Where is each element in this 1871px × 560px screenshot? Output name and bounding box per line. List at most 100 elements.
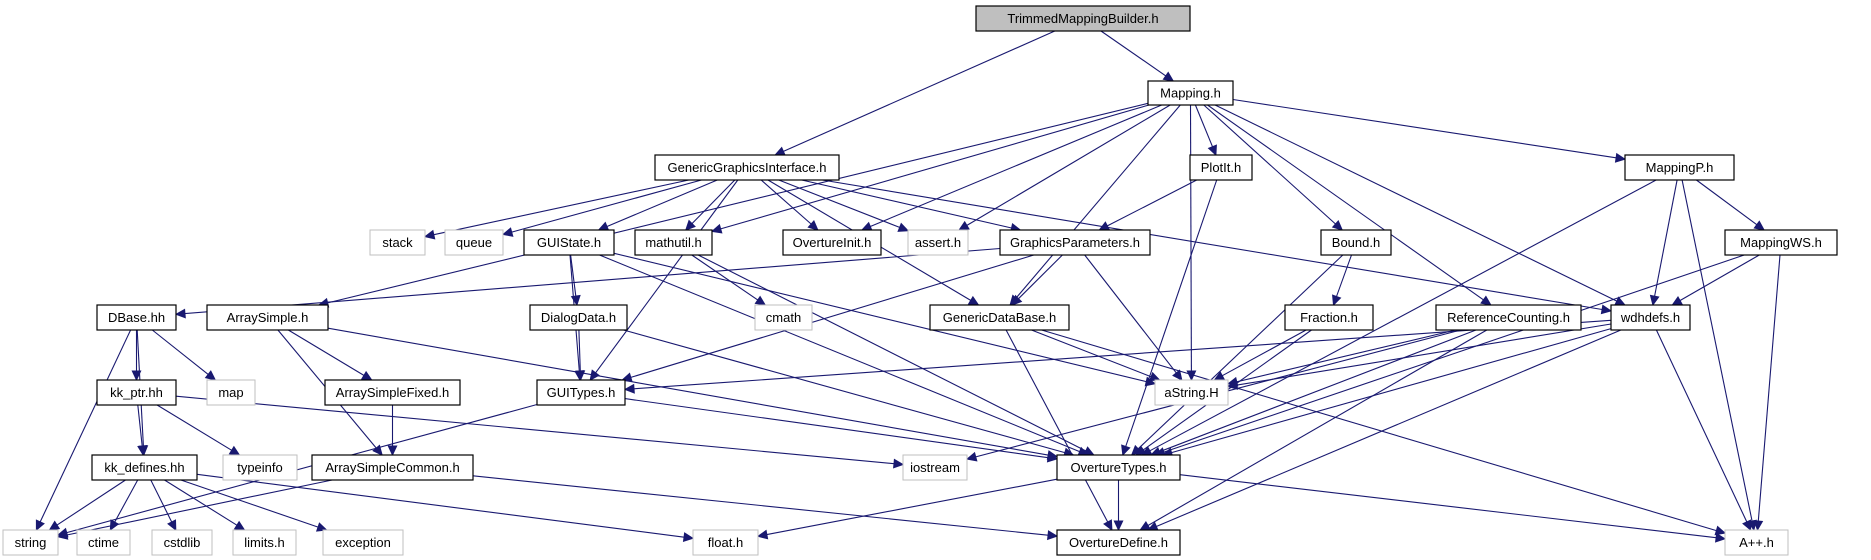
edge-plot-it-to-overture-types xyxy=(1121,179,1218,457)
edge-line xyxy=(184,247,1001,315)
node-array-simple-common[interactable]: ArraySimpleCommon.h xyxy=(311,454,474,481)
arrowhead xyxy=(1135,445,1147,456)
edge-kk-defines-to-float xyxy=(196,473,695,543)
node-mapping-p[interactable]: MappingP.h xyxy=(1624,154,1735,181)
edge-mapping-to-array-simple xyxy=(317,102,1149,308)
node-limits[interactable]: limits.h xyxy=(232,529,297,556)
node-label: float.h xyxy=(708,535,743,550)
edge-line xyxy=(1018,254,1063,300)
node-kk-defines[interactable]: kk_defines.hh xyxy=(91,454,198,481)
node-dialog-data[interactable]: DialogData.h xyxy=(529,304,628,331)
edge-line xyxy=(1232,98,1617,159)
node-box xyxy=(91,454,198,481)
node-array-simple[interactable]: ArraySimple.h xyxy=(206,304,329,331)
edge-array-simple-to-array-simple-fixed xyxy=(288,329,373,381)
node-assert[interactable]: assert.h xyxy=(907,229,969,256)
node-box xyxy=(975,5,1191,32)
node-dbase[interactable]: DBase.hh xyxy=(96,304,177,331)
node-label: Mapping.h xyxy=(1160,86,1221,101)
node-map[interactable]: map xyxy=(206,379,256,406)
edge-overture-types-to-overture-define xyxy=(1113,480,1124,532)
edge-line xyxy=(288,329,365,376)
node-iostream[interactable]: iostream xyxy=(902,454,968,481)
edge-line xyxy=(624,398,1049,459)
edge-wdhdefs-to-overture-types xyxy=(1161,328,1612,458)
node-overture-types[interactable]: OvertureTypes.h xyxy=(1056,454,1181,481)
edge-line xyxy=(137,404,143,447)
node-label: Fraction.h xyxy=(1300,310,1358,325)
edge-mapping-to-generic-data-base xyxy=(1009,104,1181,306)
node-trimmed-mapping-builder[interactable]: TrimmedMappingBuilder.h xyxy=(975,5,1191,32)
node-box xyxy=(369,229,426,256)
node-plot-it[interactable]: PlotIt.h xyxy=(1189,154,1253,181)
edge-line xyxy=(1681,179,1753,522)
arrowhead xyxy=(228,445,241,456)
arrowhead xyxy=(360,370,373,381)
edge-line xyxy=(114,479,139,523)
node-exception[interactable]: exception xyxy=(322,529,404,556)
node-mapping-ws[interactable]: MappingWS.h xyxy=(1724,229,1838,256)
node-cstdlib[interactable]: cstdlib xyxy=(151,529,213,556)
node-array-simple-fixed[interactable]: ArraySimpleFixed.h xyxy=(324,379,461,406)
node-box xyxy=(76,529,131,556)
edge-mathutil-to-cmath xyxy=(691,254,767,306)
node-generic-graphics-interface[interactable]: GenericGraphicsInterface.h xyxy=(654,154,840,181)
node-label: TrimmedMappingBuilder.h xyxy=(1007,11,1158,26)
arrowhead xyxy=(1011,294,1023,306)
edge-generic-graphics-interface-to-mathutil xyxy=(684,179,736,231)
node-label: OvertureTypes.h xyxy=(1070,460,1166,475)
arrowhead xyxy=(1714,525,1727,536)
node-reference-counting[interactable]: ReferenceCounting.h xyxy=(1435,304,1582,331)
edge-line xyxy=(822,179,1603,311)
edge-line xyxy=(66,479,333,536)
node-kk-ptr[interactable]: kk_ptr.hh xyxy=(96,379,177,406)
node-box xyxy=(754,304,813,331)
edge-line xyxy=(1084,254,1177,374)
edge-line xyxy=(1156,329,1622,528)
node-wdhdefs[interactable]: wdhdefs.h xyxy=(1610,304,1691,331)
node-bound[interactable]: Bound.h xyxy=(1320,229,1392,256)
edge-generic-graphics-interface-to-overture-init xyxy=(760,179,819,231)
node-overture-define[interactable]: OvertureDefine.h xyxy=(1056,529,1181,556)
arrowhead xyxy=(965,451,978,462)
edge-mapping-p-to-mapping-ws xyxy=(1696,179,1766,231)
arrowhead xyxy=(1147,521,1159,531)
node-label: PlotIt.h xyxy=(1201,160,1241,175)
node-queue[interactable]: queue xyxy=(444,229,504,256)
node-string[interactable]: string xyxy=(2,529,59,556)
edge-line xyxy=(472,475,1049,536)
arrowhead xyxy=(684,219,696,231)
arrowhead xyxy=(48,520,61,531)
arrowhead xyxy=(754,295,767,306)
edge-guistate-to-overture-types xyxy=(599,254,1090,457)
node-typeinfo[interactable]: typeinfo xyxy=(222,454,298,481)
node-float[interactable]: float.h xyxy=(692,529,759,556)
node-box xyxy=(1320,229,1392,256)
node-mathutil[interactable]: mathutil.h xyxy=(634,229,713,256)
edge-array-simple-common-to-string xyxy=(56,479,333,540)
edge-line xyxy=(783,30,1056,152)
node-graphics-parameters[interactable]: GraphicsParameters.h xyxy=(999,229,1151,256)
edge-line xyxy=(966,104,1171,226)
node-generic-data-base[interactable]: GenericDataBase.h xyxy=(929,304,1070,331)
node-aplusplus[interactable]: A++.h xyxy=(1724,529,1789,556)
edge-line xyxy=(1696,179,1758,226)
node-mapping[interactable]: Mapping.h xyxy=(1147,80,1234,106)
node-label: ArraySimpleFixed.h xyxy=(336,385,449,400)
edge-line xyxy=(630,254,1034,378)
node-a-string[interactable]: aString.H xyxy=(1154,379,1229,406)
edge-line xyxy=(56,479,126,526)
arrowhead xyxy=(137,445,148,457)
node-stack[interactable]: stack xyxy=(369,229,426,256)
node-guitypes[interactable]: GUITypes.h xyxy=(536,379,626,406)
node-overture-init[interactable]: OvertureInit.h xyxy=(782,229,882,256)
edge-reference-counting-to-a-string xyxy=(1226,329,1456,387)
node-box xyxy=(311,454,474,481)
node-box xyxy=(232,529,297,556)
node-guistate[interactable]: GUIState.h xyxy=(523,229,615,256)
node-fraction[interactable]: Fraction.h xyxy=(1284,304,1374,331)
edge-generic-graphics-interface-to-wdhdefs xyxy=(822,179,1613,315)
node-ctime[interactable]: ctime xyxy=(76,529,131,556)
node-cmath[interactable]: cmath xyxy=(754,304,813,331)
arrowhead xyxy=(1207,144,1217,157)
